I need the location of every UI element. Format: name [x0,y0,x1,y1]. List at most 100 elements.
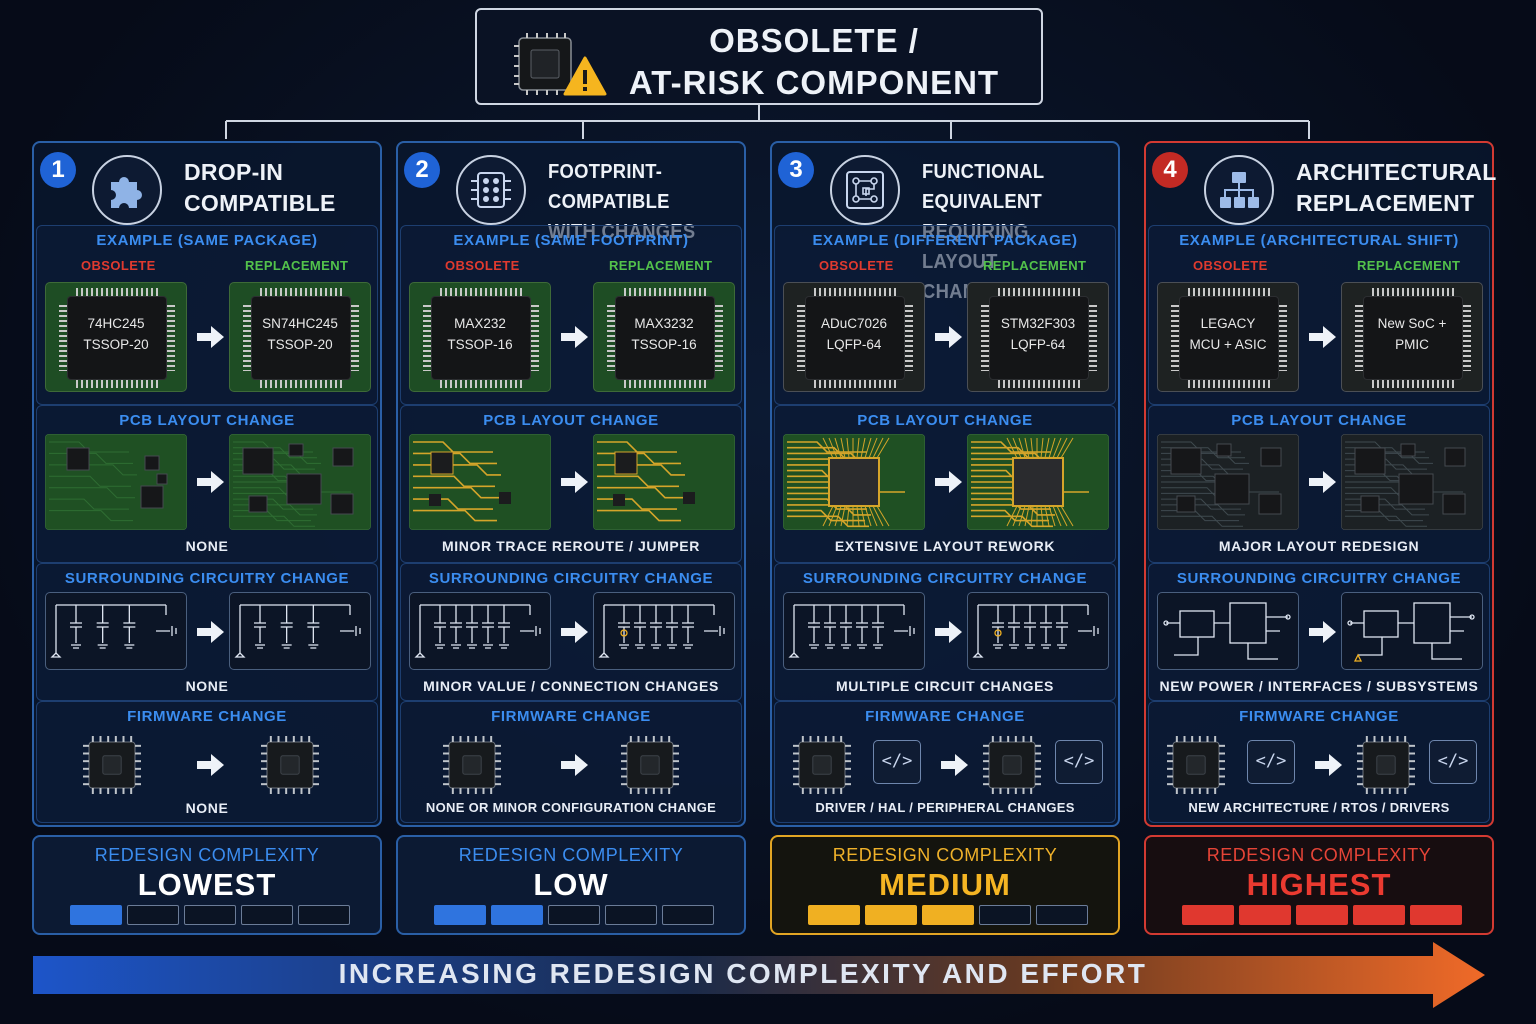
pcb-section: PCB LAYOUT CHANGE NONE [36,405,378,563]
meter-segment [70,905,122,925]
ic-chip [423,288,539,388]
complexity-label: REDESIGN COMPLEXITY [94,845,320,865]
complexity-value: LOW [533,867,609,902]
circuit-change-text: NONE [185,678,229,694]
schematic-after [1341,592,1483,670]
arrow-icon [1309,469,1337,495]
ic-chip [59,288,175,388]
meter-segment [241,905,293,925]
pcb-change-text: MINOR TRACE REROUTE / JUMPER [442,538,700,554]
pcb-section: PCB LAYOUT CHANGE MINOR TRACE REROUTE / J… [400,405,742,563]
replacement-label: REPLACEMENT [1357,258,1461,273]
arrow-icon [1309,324,1337,350]
complexity-meter [70,905,350,925]
replacement-part-text: New SoC +PMIC [1377,316,1447,352]
page-title: OBSOLETE / AT-RISK COMPONENT [628,22,1000,101]
pcb-label: PCB LAYOUT CHANGE [1231,412,1407,429]
mcu-chip-icon [791,734,853,800]
arrow-icon [561,619,589,645]
arrow-icon [935,619,963,645]
pcb-after [967,434,1109,530]
pcb-change-text: MAJOR LAYOUT REDESIGN [1218,538,1420,554]
complexity-arrow [33,942,1485,1008]
complexity-label: REDESIGN COMPLEXITY [1206,845,1432,865]
complexity-value: LOWEST [137,867,277,902]
pcb-change-text: EXTENSIVE LAYOUT REWORK [834,538,1056,554]
complexity-label: REDESIGN COMPLEXITY [832,845,1058,865]
arrow-icon [941,752,969,778]
code-icon: </> [1055,740,1103,784]
meter-segment [1182,905,1234,925]
circuit-change-text: NEW POWER / INTERFACES / SUBSYSTEMS [1159,678,1479,694]
ic-chip [607,288,723,388]
mcu-chip-icon [1355,734,1417,800]
step-number-badge: 3 [778,152,814,188]
firmware-label: FIRMWARE CHANGE [865,708,1025,725]
meter-segment [434,905,486,925]
pcb-after [593,434,735,530]
header-box: OBSOLETE / AT-RISK COMPONENT [475,8,1043,105]
step-number-badge: 1 [40,152,76,188]
example-label: EXAMPLE (SAME FOOTPRINT) [453,232,689,249]
complexity-value: HIGHEST [1246,867,1392,902]
arrow-icon [1315,752,1343,778]
meter-segment [1296,905,1348,925]
circuitry-label: SURROUNDING CIRCUITRY CHANGE [1176,570,1462,587]
meter-segment [808,905,860,925]
meter-segment [184,905,236,925]
mcu-chip-icon [81,734,143,800]
circuitry-section: SURROUNDING CIRCUITRY CHANGE MINOR VALUE … [400,563,742,701]
pcb-after [229,434,371,530]
pcb-label: PCB LAYOUT CHANGE [119,412,295,429]
circuit-change-text: MINOR VALUE / CONNECTION CHANGES [423,678,719,694]
replacement-label: REPLACEMENT [609,258,713,273]
schematic-before [45,592,187,670]
firmware-change-text: NONE OR MINOR CONFIGURATION CHANGE [425,800,717,815]
arrow-icon [197,752,225,778]
meter-segment [298,905,350,925]
meter-segment [1036,905,1088,925]
obsolete-label: OBSOLETE [81,258,156,273]
code-icon: </> [1247,740,1295,784]
firmware-change-text: DRIVER / HAL / PERIPHERAL CHANGES [815,800,1075,815]
example-label: EXAMPLE (ARCHITECTURAL SHIFT) [1179,232,1459,249]
complexity-meter [434,905,714,925]
meter-segment [1410,905,1462,925]
meter-segment [922,905,974,925]
arrow-icon [197,324,225,350]
pcb-before [409,434,551,530]
chip-warning-icon [514,33,607,96]
firmware-section: FIRMWARE CHANGE</></>DRIVER / HAL / PERI… [774,701,1116,823]
replacement-label: REPLACEMENT [245,258,349,273]
pcb-change-text: NONE [185,538,229,554]
meter-segment [491,905,543,925]
firmware-label: FIRMWARE CHANGE [1239,708,1399,725]
complexity-arrow-label: INCREASING REDESIGN COMPLEXITY AND EFFOR… [338,958,1148,989]
arrow-icon [561,469,589,495]
pcb-label: PCB LAYOUT CHANGE [483,412,659,429]
firmware-section: FIRMWARE CHANGE</></>NEW ARCHITECTURE / … [1148,701,1490,823]
meter-segment [605,905,657,925]
obsolete-label: OBSOLETE [819,258,894,273]
circuitry-label: SURROUNDING CIRCUITRY CHANGE [428,570,714,587]
example-label: EXAMPLE (SAME PACKAGE) [96,232,318,249]
circuit-board-icon [830,155,900,225]
example-label: EXAMPLE (DIFFERENT PACKAGE) [812,232,1078,249]
schematic-before [783,592,925,670]
